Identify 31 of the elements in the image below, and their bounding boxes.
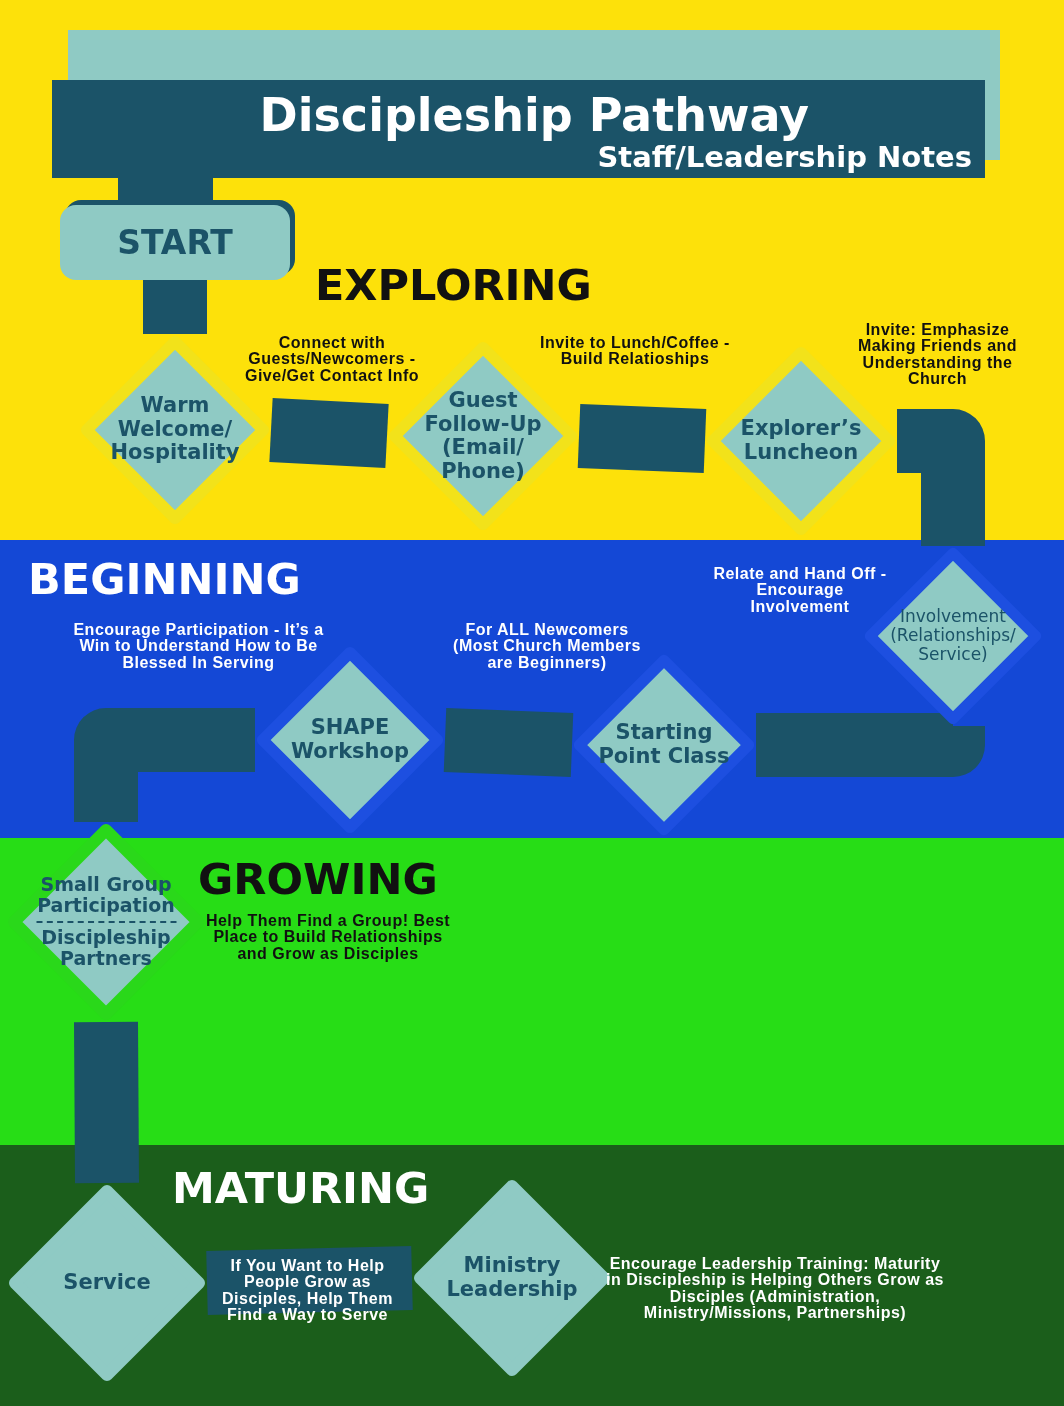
road-path	[143, 280, 207, 334]
road-path	[577, 404, 707, 473]
stage-heading: BEGINNING	[28, 556, 301, 604]
stage-heading: EXPLORING	[315, 262, 592, 310]
subtitle: Staff/Leadership Notes	[597, 143, 972, 172]
note-text: For ALL Newcomers (Most Church Members are Beginners)	[452, 622, 642, 671]
step-label: Starting Point Class	[597, 721, 731, 769]
note-text: Relate and Hand Off - Encourage Involvement	[712, 566, 888, 615]
stage-heading: GROWING	[198, 856, 438, 904]
step-label: Service	[63, 1271, 151, 1295]
step-label: Guest Follow-Up (Email/ Phone)	[423, 388, 543, 484]
road-path	[443, 708, 574, 777]
step-label: Involvement (Relationships/ Service)	[889, 607, 1017, 665]
edge-label: If You Want to Help People Grow as Disciples, Help Them Find a Way to Serve	[221, 1258, 394, 1324]
note-text: Help Them Find a Group! Best Place to Build Relationships and Grow as Disciples	[204, 913, 452, 962]
edge-label: Connect with Guests/Newcomers - Give/Get Contact Info	[243, 335, 421, 384]
step-label: Explorer’s Luncheon	[739, 417, 863, 465]
start-label: START	[117, 226, 233, 259]
step-label: Discipleship Partners	[40, 927, 172, 970]
note-text: Encourage Leadership Training: Maturity in Discipleship is Helping Others Grow as Disciples (Administration, Ministry/Missions, Partnerships)	[605, 1256, 945, 1322]
stage-band	[0, 1145, 1064, 1406]
note-text: Encourage Participation - It’s a Win to Understand How to Be Blessed In Serving	[72, 622, 325, 671]
road-path	[206, 1246, 413, 1315]
step-label: Ministry Leadership	[445, 1254, 579, 1302]
stage-heading: MATURING	[172, 1165, 430, 1213]
step-label: SHAPE Workshop	[289, 716, 411, 764]
note-text: Invite: Emphasize Making Friends and Understanding the Church	[856, 322, 1019, 388]
road-path	[897, 409, 985, 546]
road-path	[74, 1021, 139, 1184]
road-path	[269, 398, 389, 468]
edge-label: Invite to Lunch/Coffee - Build Relatioships	[539, 335, 731, 368]
